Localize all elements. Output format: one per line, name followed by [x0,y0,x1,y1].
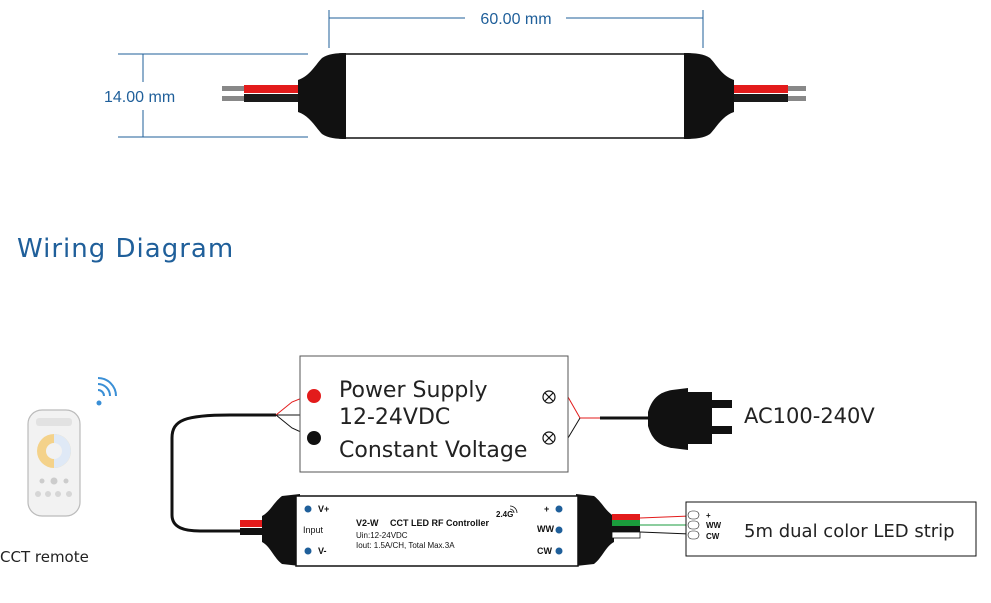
cct-remote-icon [27,377,117,517]
ac-plug-icon [648,388,732,450]
controller-vminus-label: V- [318,546,327,556]
height-dimension-label: 14.00 mm [104,89,175,106]
controller-iout: Iout: 1.5A/CH, Total Max.3A [356,541,455,550]
ac-terminal-icon [542,431,556,445]
power-supply-line1: Power Supply [339,378,487,403]
led-strip-label: 5m dual color LED strip [744,521,955,542]
remote-label: CCT remote [0,548,89,566]
product-dimension-drawing: 60.00 mm 14.00 mm [104,10,806,139]
strip-cw-label: CW [706,532,720,541]
section-title: Wiring Diagram [17,234,234,264]
negative-terminal [307,431,321,445]
led-strip-box: + WW CW 5m dual color LED strip [685,501,977,557]
ac-voltage-label: AC100-240V [744,404,875,428]
controller-model: V2-W [356,518,379,528]
controller-ww-label: WW [537,524,554,534]
controller-vplus-label: V+ [318,504,329,514]
controller-device: V+ V- Input V2-W CCT LED RF Controller U… [240,494,641,567]
power-supply-box: Power Supply 12-24VDC Constant Voltage [299,355,569,473]
strip-ww-label: WW [706,521,722,530]
strip-plus-label: + [706,511,711,520]
vminus-terminal-dot [304,547,312,555]
wireless-signal-icon [509,505,518,514]
length-dimension-label: 60.00 mm [480,11,551,28]
positive-terminal [307,389,321,403]
controller-freq: 2.4G [496,510,513,519]
controller-cw-label: CW [537,546,552,556]
controller-name: CCT LED RF Controller [390,518,489,528]
vplus-terminal-dot [304,505,312,513]
ac-terminal-icon [542,390,556,404]
power-supply-line2: 12-24VDC [339,405,450,430]
power-supply-line3: Constant Voltage [339,438,527,463]
controller-plus-label: + [544,504,549,514]
controller-input-label: Input [303,525,324,535]
controller-uin: Uin:12-24VDC [356,531,408,540]
